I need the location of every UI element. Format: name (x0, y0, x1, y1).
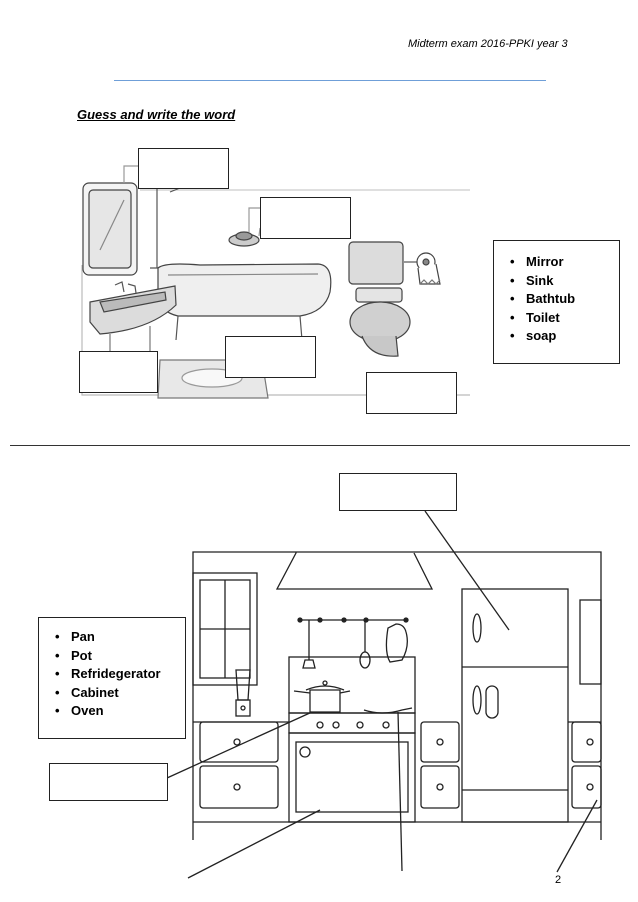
toilet-drawing (348, 241, 411, 357)
window-drawing (192, 572, 258, 686)
sink-drawing (89, 281, 177, 353)
word-item: Cabinet (55, 684, 175, 703)
oven-mitt-drawing (385, 623, 408, 663)
oven-drawing (288, 732, 416, 823)
word-item: Oven (55, 702, 175, 721)
word-item: Toilet (510, 309, 609, 328)
pot-drawing (293, 680, 351, 713)
word-item: Sink (510, 272, 609, 291)
word-item: Pan (55, 628, 175, 647)
toilet-paper-drawing (404, 252, 441, 285)
answer-box-toilet[interactable] (366, 372, 457, 414)
answer-box-sink[interactable] (79, 351, 158, 393)
kitchen-illustration (166, 510, 602, 879)
bathroom-word-list: Mirror Sink Bathtub Toilet soap (504, 253, 609, 346)
soap-drawing (228, 227, 261, 247)
word-item: Refridegerator (55, 665, 175, 684)
kitchen-word-list: Pan Pot Refridegerator Cabinet Oven (49, 628, 175, 721)
range-hood-drawing (275, 552, 434, 590)
bathroom-illustration (81, 165, 470, 399)
pan-drawing (363, 707, 413, 714)
section-divider (10, 445, 630, 446)
answer-box-mirror[interactable] (138, 148, 229, 189)
refrigerator-drawing (461, 588, 569, 823)
page-number: 2 (555, 874, 562, 886)
right-cabinet-drawing (420, 721, 460, 809)
section-title: Guess and write the word (77, 107, 236, 122)
word-item: Mirror (510, 253, 609, 272)
bathroom-word-bank: Mirror Sink Bathtub Toilet soap (493, 240, 620, 364)
word-item: Pot (55, 647, 175, 666)
exam-header: Midterm exam 2016-PPKI year 3 (408, 38, 568, 50)
kitchen-word-bank: Pan Pot Refridegerator Cabinet Oven (38, 617, 186, 739)
mirror-drawing (82, 182, 138, 276)
left-cabinet-drawing (193, 721, 289, 809)
header-rule (114, 80, 546, 81)
answer-box-refrigerator[interactable] (339, 473, 457, 511)
word-item: Bathtub (510, 290, 609, 309)
word-item: soap (510, 327, 609, 346)
answer-box-pot[interactable] (49, 763, 168, 801)
blender-drawing (235, 669, 251, 717)
answer-box-soap[interactable] (260, 197, 351, 239)
bathtub-drawing (157, 263, 332, 341)
answer-box-bathtub[interactable] (225, 336, 316, 378)
